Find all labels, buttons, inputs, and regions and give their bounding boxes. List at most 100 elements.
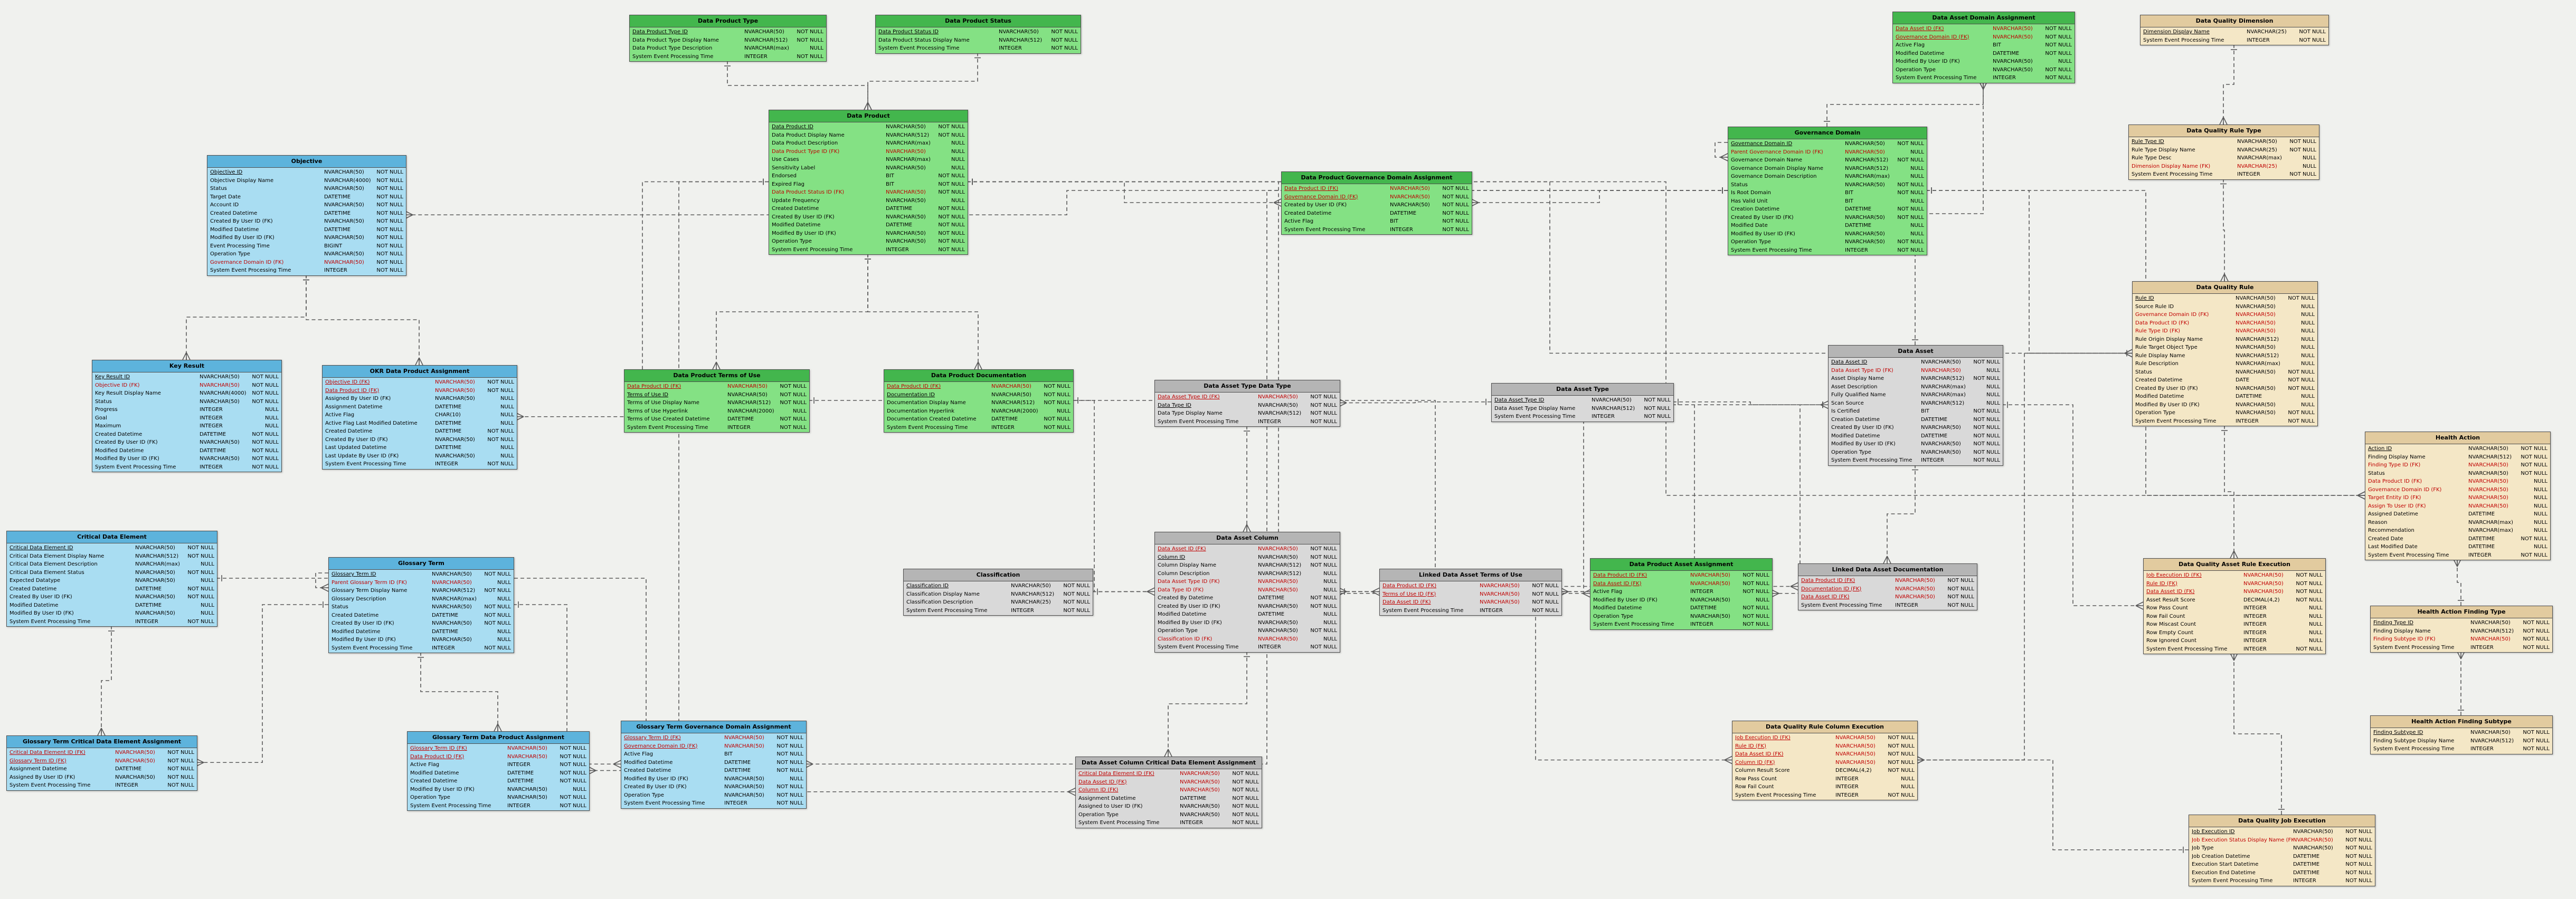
field-name: Finding Type ID bbox=[2373, 620, 2413, 626]
field-nullability: NULL bbox=[1910, 174, 1924, 179]
relationship-data-quality-dimension--data-quality-rule-type bbox=[2219, 44, 2237, 125]
field-type: NVARCHAR(50) bbox=[1258, 579, 1298, 585]
field-type: NVARCHAR(50) bbox=[727, 384, 768, 389]
field-nullability: NULL bbox=[2309, 613, 2323, 619]
field-name: Data Asset ID (FK) bbox=[1382, 599, 1431, 605]
field-type: NVARCHAR(50) bbox=[115, 750, 155, 755]
field-nullability: NULL bbox=[201, 561, 214, 567]
field-type: INTEGER bbox=[991, 424, 1015, 431]
table-glossary-term-governance-domain-assignment[interactable]: Glossary Term Governance Domain Assignme… bbox=[621, 721, 807, 809]
field-name: Documentation ID bbox=[887, 391, 935, 398]
field-nullability: NOT NULL bbox=[1532, 607, 1559, 614]
field-type: INTEGER bbox=[1835, 776, 1859, 782]
table-title: Data Quality Asset Rule Execution bbox=[2144, 559, 2325, 571]
field-type: DATETIME bbox=[324, 194, 351, 200]
field-name: System Event Processing Time bbox=[2368, 552, 2449, 558]
field-type: NVARCHAR(512) bbox=[1845, 165, 1889, 171]
field-nullability: NOT NULL bbox=[484, 612, 511, 618]
relationship-data-asset--data-asset-domain-assignment bbox=[1912, 82, 1987, 345]
field-nullability: NOT NULL bbox=[2288, 295, 2315, 301]
field-nullability: NOT NULL bbox=[797, 53, 823, 60]
table-data-product-governance-domain-assignment[interactable]: Data Product Governance Domain Assignmen… bbox=[1281, 171, 1472, 235]
field-name: Assignment Datetime bbox=[1078, 795, 1136, 801]
field-type: NVARCHAR(50) bbox=[324, 235, 364, 241]
field-type: NVARCHAR(25) bbox=[1011, 599, 1051, 605]
field-nullability: NOT NULL bbox=[2045, 66, 2072, 73]
field-row: Assigned By User ID (FK)NVARCHAR(50)NOT … bbox=[7, 773, 197, 782]
field-row: Data Asset ID (FK)NVARCHAR(50)NOT NULL bbox=[1076, 778, 1262, 787]
field-row: Data Product ID (FK)NVARCHAR(50)NOT NULL bbox=[884, 382, 1073, 391]
table-title: Data Quality Job Execution bbox=[2189, 815, 2375, 827]
field-row: Created By User ID (FK)NVARCHAR(50)NOT N… bbox=[621, 783, 806, 791]
field-type: INTEGER bbox=[2247, 37, 2270, 43]
field-name: Finding Subtype ID bbox=[2373, 730, 2423, 735]
field-type: INTEGER bbox=[200, 415, 223, 421]
field-name: Parent Glossary Term ID (FK) bbox=[332, 579, 407, 586]
field-row: Data Asset ID (FK)NVARCHAR(50)NOT NULL bbox=[1590, 580, 1772, 588]
table-data-asset-column-critical-data-element-assignment[interactable]: Data Asset Column Critical Data Element … bbox=[1075, 757, 1262, 828]
field-name: Created Datetime bbox=[332, 612, 379, 618]
field-nullability: NOT NULL bbox=[2045, 26, 2072, 32]
field-row: Governance Domain ID (FK)NVARCHAR(50)NOT… bbox=[207, 259, 406, 267]
table-glossary-term-critical-data-element-assignment[interactable]: Glossary Term Critical Data Element Assi… bbox=[6, 735, 197, 791]
field-row: Finding Subtype ID (FK)NVARCHAR(50)NOT N… bbox=[2371, 635, 2552, 644]
field-type: NVARCHAR(50) bbox=[2236, 303, 2276, 310]
field-type: DATETIME bbox=[2236, 394, 2262, 399]
field-name: Job Execution ID (FK) bbox=[1735, 735, 1791, 741]
field-name: Column Result Score bbox=[1735, 768, 1790, 773]
field-name: Critical Data Element Status bbox=[10, 569, 84, 576]
field-nullability: NOT NULL bbox=[1063, 599, 1090, 605]
field-nullability: NULL bbox=[201, 610, 214, 616]
field-name: Modified By User ID (FK) bbox=[1158, 619, 1222, 626]
field-nullability: NOT NULL bbox=[2299, 37, 2326, 43]
field-nullability: NOT NULL bbox=[938, 189, 965, 195]
table-title: Linked Data Asset Terms of Use bbox=[1380, 569, 1561, 581]
field-type: NVARCHAR(50) bbox=[1993, 59, 2033, 64]
field-nullability: NULL bbox=[951, 165, 965, 171]
field-nullability: NOT NULL bbox=[1973, 433, 2000, 439]
field-nullability: NOT NULL bbox=[2521, 535, 2547, 542]
